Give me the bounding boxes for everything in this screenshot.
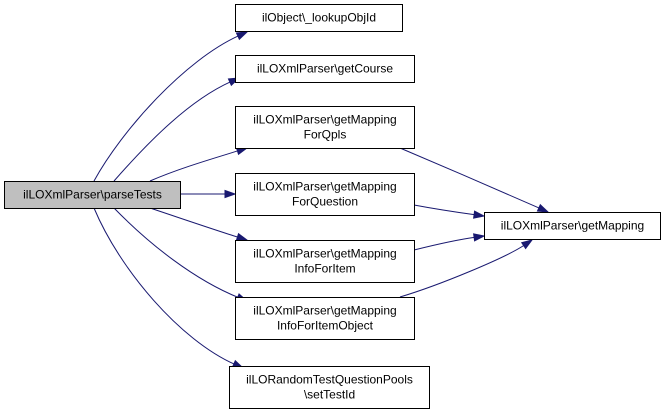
arrowhead bbox=[536, 203, 550, 213]
node-box bbox=[235, 55, 415, 83]
edge-getMappingForQpls-to-getMapping bbox=[399, 147, 550, 213]
edge-parseTests-to-getCourse bbox=[113, 77, 241, 182]
edge-line bbox=[399, 147, 540, 209]
edge-line bbox=[113, 207, 239, 299]
node-label-line: ilLORandomTestQuestionPools bbox=[246, 373, 413, 387]
edge-line bbox=[399, 244, 525, 298]
node-setTestId[interactable]: ilLORandomTestQuestionPools\setTestId bbox=[229, 366, 430, 409]
nodes-layer: ilLOXmlParser\parseTests ilObject\_lookup… bbox=[4, 4, 661, 409]
edge-line bbox=[113, 81, 231, 182]
node-box bbox=[235, 173, 415, 216]
edge-getMappingForQuestion-to-getMapping bbox=[413, 204, 486, 219]
arrowhead bbox=[224, 189, 237, 199]
edge-line bbox=[413, 204, 476, 216]
node-label-line: ilLOXmlParser\getMapping bbox=[253, 113, 396, 127]
arrowhead bbox=[520, 239, 534, 250]
arrowhead bbox=[235, 31, 249, 41]
arrowhead bbox=[235, 232, 249, 241]
edge-parseTests-to-getMappingInfoForItemObject bbox=[113, 207, 249, 302]
node-label-line: InfoForItemObject bbox=[277, 319, 374, 333]
edge-line bbox=[149, 207, 239, 238]
edge-parseTests-to-getMappingForQpls bbox=[149, 147, 249, 182]
node-getMapping[interactable]: ilLOXmlParser\getMapping bbox=[484, 212, 661, 240]
node-label-line: ilObject\_lookupObjId bbox=[262, 11, 376, 25]
edge-getMappingInfoForItemObject-to-getMapping bbox=[399, 239, 534, 298]
node-box bbox=[229, 366, 430, 409]
node-getMappingInfoForItemObject[interactable]: ilLOXmlParser\getMappingInfoForItemObjec… bbox=[235, 297, 415, 340]
node-label-line: InfoForItem bbox=[294, 262, 355, 276]
edge-parseTests-to-getMappingForQuestion bbox=[179, 189, 237, 199]
node-label-line: \setTestId bbox=[304, 388, 355, 402]
arrowhead bbox=[473, 210, 486, 219]
edge-line bbox=[413, 236, 476, 251]
edge-parseTests-to-lookupObjId bbox=[93, 31, 249, 182]
arrowhead bbox=[473, 233, 486, 242]
node-box bbox=[235, 106, 415, 149]
node-label-line: ilLOXmlParser\getMapping bbox=[501, 219, 644, 233]
node-label-line: ilLOXmlParser\getMapping bbox=[253, 304, 396, 318]
node-label-line: ilLOXmlParser\getCourse bbox=[257, 62, 393, 76]
node-box bbox=[4, 181, 181, 209]
node-label-line: ilLOXmlParser\getMapping bbox=[253, 247, 396, 261]
edge-getMappingInfoForItem-to-getMapping bbox=[413, 233, 486, 251]
node-lookupObjId[interactable]: ilObject\_lookupObjId bbox=[235, 4, 403, 32]
node-getCourse[interactable]: ilLOXmlParser\getCourse bbox=[235, 55, 415, 83]
node-box bbox=[235, 297, 415, 340]
edge-parseTests-to-getMappingInfoForItem bbox=[149, 207, 249, 241]
edge-line bbox=[93, 207, 235, 365]
node-label-line: ilLOXmlParser\parseTests bbox=[23, 188, 162, 202]
node-label-line: ForQuestion bbox=[292, 195, 358, 209]
node-label-line: ilLOXmlParser\getMapping bbox=[253, 180, 396, 194]
node-label-line: ForQpls bbox=[304, 128, 347, 142]
node-parseTests[interactable]: ilLOXmlParser\parseTests bbox=[4, 181, 181, 209]
edge-line bbox=[93, 35, 240, 182]
edge-line bbox=[149, 150, 239, 182]
node-box bbox=[235, 240, 415, 283]
node-box bbox=[484, 212, 661, 240]
node-box bbox=[235, 4, 403, 32]
